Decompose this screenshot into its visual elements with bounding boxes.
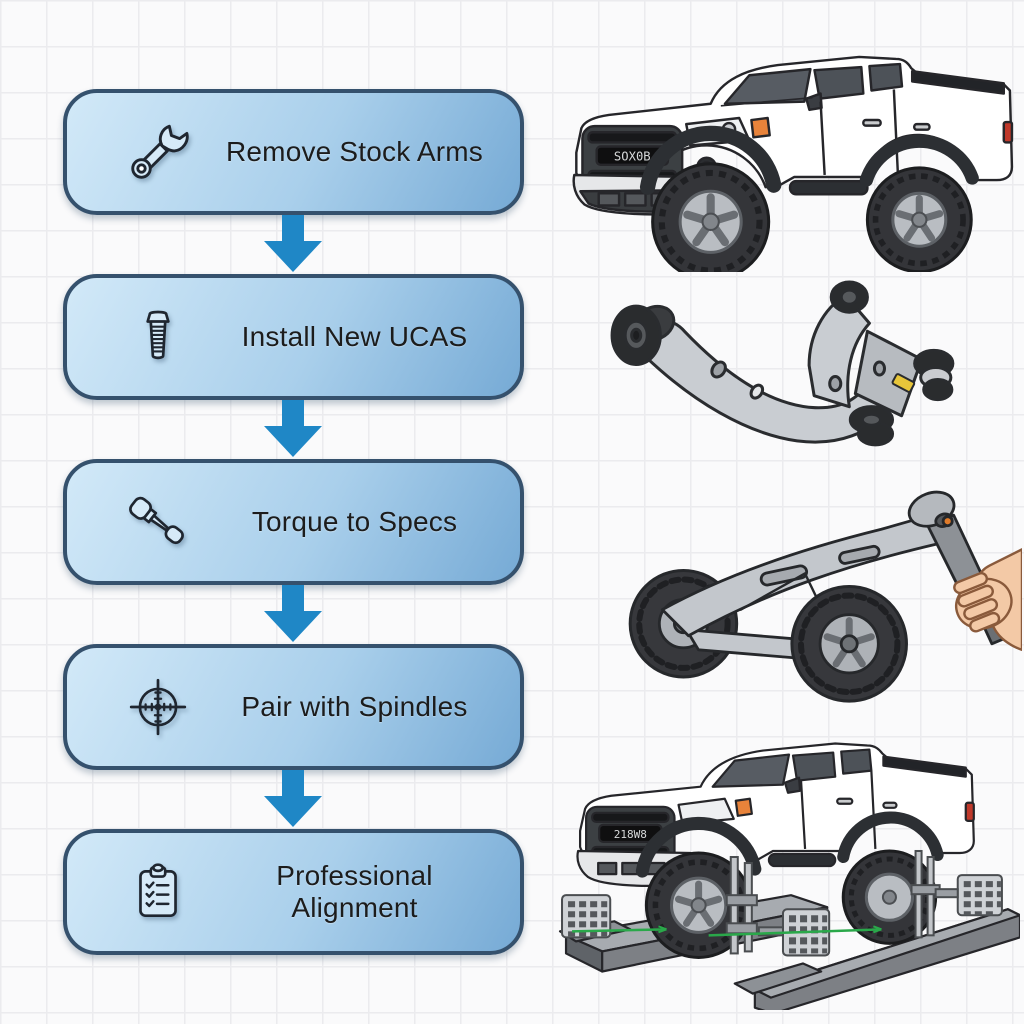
- step-box-pair-with-spindles: Pair with Spindles: [63, 644, 524, 770]
- down-arrow: [264, 215, 322, 272]
- bushing-right: [913, 348, 955, 402]
- white-pickup-truck: SOX0B: [572, 55, 1014, 282]
- step-label: Pair with Spindles: [241, 691, 468, 722]
- right-wheel: [790, 585, 908, 703]
- alignment-target-right: [934, 874, 1003, 917]
- crosshair-icon: [99, 674, 217, 740]
- front-fender-flare: [639, 125, 782, 195]
- arm-rear-tube: [807, 293, 871, 409]
- step-box-install-new-ucas: Install New UCAS: [63, 274, 524, 400]
- rear-fender-flare: [837, 811, 944, 864]
- ball-joint-plate: [853, 329, 924, 418]
- svg-text:SOX0B: SOX0B: [614, 150, 651, 164]
- control-arm-illustration: [598, 272, 980, 470]
- yellow-sticker: [891, 373, 916, 393]
- step-box-professional-alignment: Professional Alignment: [63, 829, 524, 955]
- down-arrow: [264, 400, 322, 457]
- front-wheel-clamp: [725, 856, 758, 955]
- step-label: Professional Alignment: [276, 860, 433, 923]
- bushing-top: [829, 280, 869, 314]
- alignment-target-left: [561, 894, 612, 939]
- down-arrow: [264, 770, 322, 827]
- windshield: [723, 67, 812, 105]
- step-box-remove-stock-arms: Remove Stock Arms: [63, 89, 524, 215]
- step-box-torque-to-specs: Torque to Specs: [63, 459, 524, 585]
- wrench-icon: [99, 119, 217, 185]
- step-label: Install New UCAS: [241, 321, 468, 352]
- bolt-icon: [99, 304, 217, 370]
- laser-lines: [572, 925, 882, 937]
- svg-text:218W8: 218W8: [614, 828, 647, 841]
- front-door-glass: [813, 65, 865, 100]
- upper-control-arm: [610, 280, 955, 447]
- step-label: Torque to Specs: [251, 506, 458, 537]
- torque-assembly-illustration: [590, 456, 1024, 704]
- torque-driver-icon: [99, 489, 217, 555]
- front-wheel: [644, 851, 753, 959]
- alignment-illustration: 218W8: [558, 698, 1022, 1015]
- front-fender-flare: [635, 816, 762, 878]
- down-arrow: [264, 585, 322, 642]
- rear-wheel: [865, 166, 973, 274]
- truck-on-alignment-rack: 218W8: [558, 742, 1022, 1015]
- rear-door-glass: [868, 62, 904, 92]
- suspension-with-torque-wrench: [628, 490, 1024, 703]
- ball-joint: [848, 405, 895, 447]
- bushing-left: [610, 304, 676, 366]
- windshield: [711, 753, 791, 788]
- front-wheel: [651, 162, 771, 282]
- rear-wheel-clamp: [910, 849, 941, 939]
- truck-grille: 218W8: [585, 805, 676, 865]
- step-label: Remove Stock Arms: [225, 136, 484, 167]
- truck-illustration: SOX0B: [558, 22, 1016, 282]
- checklist-clipboard-icon: [99, 859, 217, 925]
- marker-light: [750, 116, 771, 139]
- rear-fender-flare: [859, 134, 979, 187]
- hand: [953, 548, 1024, 652]
